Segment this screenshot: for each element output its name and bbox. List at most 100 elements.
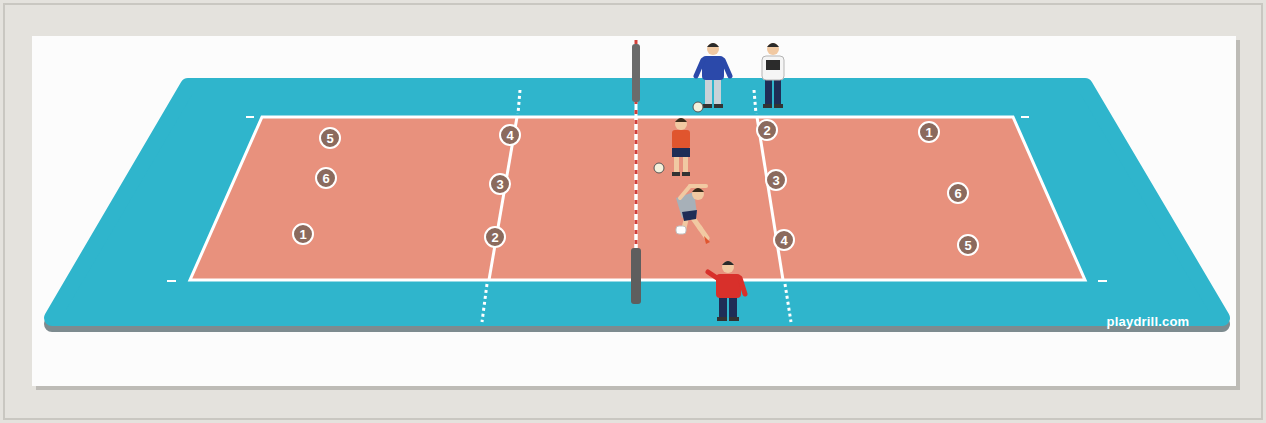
position-number: 5	[964, 239, 971, 252]
ball	[654, 163, 664, 173]
position-marker: 5	[319, 127, 341, 149]
shorts	[682, 210, 697, 221]
shorts	[672, 148, 690, 157]
shoe	[672, 172, 680, 176]
shoe	[717, 317, 727, 321]
referee-figure	[708, 261, 745, 321]
marker-disc	[757, 120, 777, 140]
shirt	[716, 274, 741, 298]
shoe	[714, 104, 723, 108]
position-marker: 4	[499, 124, 521, 146]
position-marker: 1	[292, 223, 314, 245]
shoe	[763, 104, 772, 108]
coach-figure	[696, 43, 730, 108]
clipboard	[766, 60, 780, 70]
arm	[680, 186, 690, 198]
marker-disc	[320, 128, 340, 148]
head	[692, 188, 704, 200]
head	[675, 118, 687, 130]
position-marker: 6	[947, 182, 969, 204]
knee-pad	[676, 226, 686, 234]
position-number: 6	[322, 172, 329, 185]
position-marker: 2	[484, 226, 506, 248]
shirt	[762, 56, 784, 80]
shoe	[729, 317, 739, 321]
hair	[707, 43, 719, 47]
attacker-figure	[676, 186, 710, 244]
position-number: 4	[506, 129, 513, 142]
position-number: 2	[763, 124, 770, 137]
shoe	[774, 104, 783, 108]
coach-figure	[762, 43, 784, 108]
leg	[719, 296, 727, 318]
position-number: 4	[780, 234, 787, 247]
leg	[774, 78, 781, 105]
hair	[692, 188, 704, 192]
position-marker: 3	[765, 169, 787, 191]
attack-line	[757, 117, 783, 280]
watermark: playdrill.com	[1107, 314, 1190, 329]
head	[767, 43, 779, 55]
service-tick	[1098, 280, 1107, 282]
arm	[740, 278, 745, 294]
position-number: 3	[772, 174, 779, 187]
head	[707, 43, 719, 55]
attack-line-extension	[785, 284, 791, 322]
arm	[708, 272, 717, 278]
attack-line-extension	[482, 284, 487, 322]
service-tick	[246, 116, 254, 118]
marker-disc	[948, 183, 968, 203]
marker-disc	[774, 230, 794, 250]
position-marker: 1	[918, 121, 940, 143]
marker-disc	[485, 227, 505, 247]
shirt	[672, 130, 690, 149]
position-number: 3	[496, 178, 503, 191]
leg	[765, 78, 772, 105]
hair	[675, 118, 687, 122]
shoe	[703, 104, 712, 108]
position-number: 5	[326, 132, 333, 145]
position-marker: 4	[773, 229, 795, 251]
marker-disc	[293, 224, 313, 244]
position-number: 1	[299, 228, 306, 241]
position-number: 2	[491, 231, 498, 244]
leg	[683, 156, 688, 173]
leg	[705, 78, 712, 105]
marker-disc	[958, 235, 978, 255]
leg	[674, 156, 679, 173]
hair	[722, 261, 734, 265]
setter-figure	[672, 118, 690, 176]
leg	[714, 78, 721, 105]
leg	[700, 228, 707, 238]
marker-disc	[316, 168, 336, 188]
position-marker: 6	[315, 167, 337, 189]
position-marker: 5	[957, 234, 979, 256]
net-post	[632, 44, 640, 102]
arm	[690, 184, 706, 188]
frame-border	[4, 4, 1262, 419]
arm	[723, 60, 730, 76]
marker-disc	[490, 174, 510, 194]
ball	[693, 102, 703, 112]
position-marker: 3	[489, 173, 511, 195]
shoe	[682, 172, 690, 176]
head	[722, 261, 734, 273]
shoe	[704, 236, 710, 244]
marker-disc	[500, 125, 520, 145]
position-marker: 2	[756, 119, 778, 141]
position-number: 1	[925, 126, 932, 139]
service-tick	[167, 280, 176, 282]
arm	[696, 60, 703, 76]
marker-disc	[766, 170, 786, 190]
position-number: 6	[954, 187, 961, 200]
leg	[729, 296, 737, 318]
hair	[767, 43, 779, 47]
service-tick	[1021, 116, 1029, 118]
net-post	[631, 248, 641, 304]
panel	[32, 36, 1236, 386]
marker-disc	[919, 122, 939, 142]
